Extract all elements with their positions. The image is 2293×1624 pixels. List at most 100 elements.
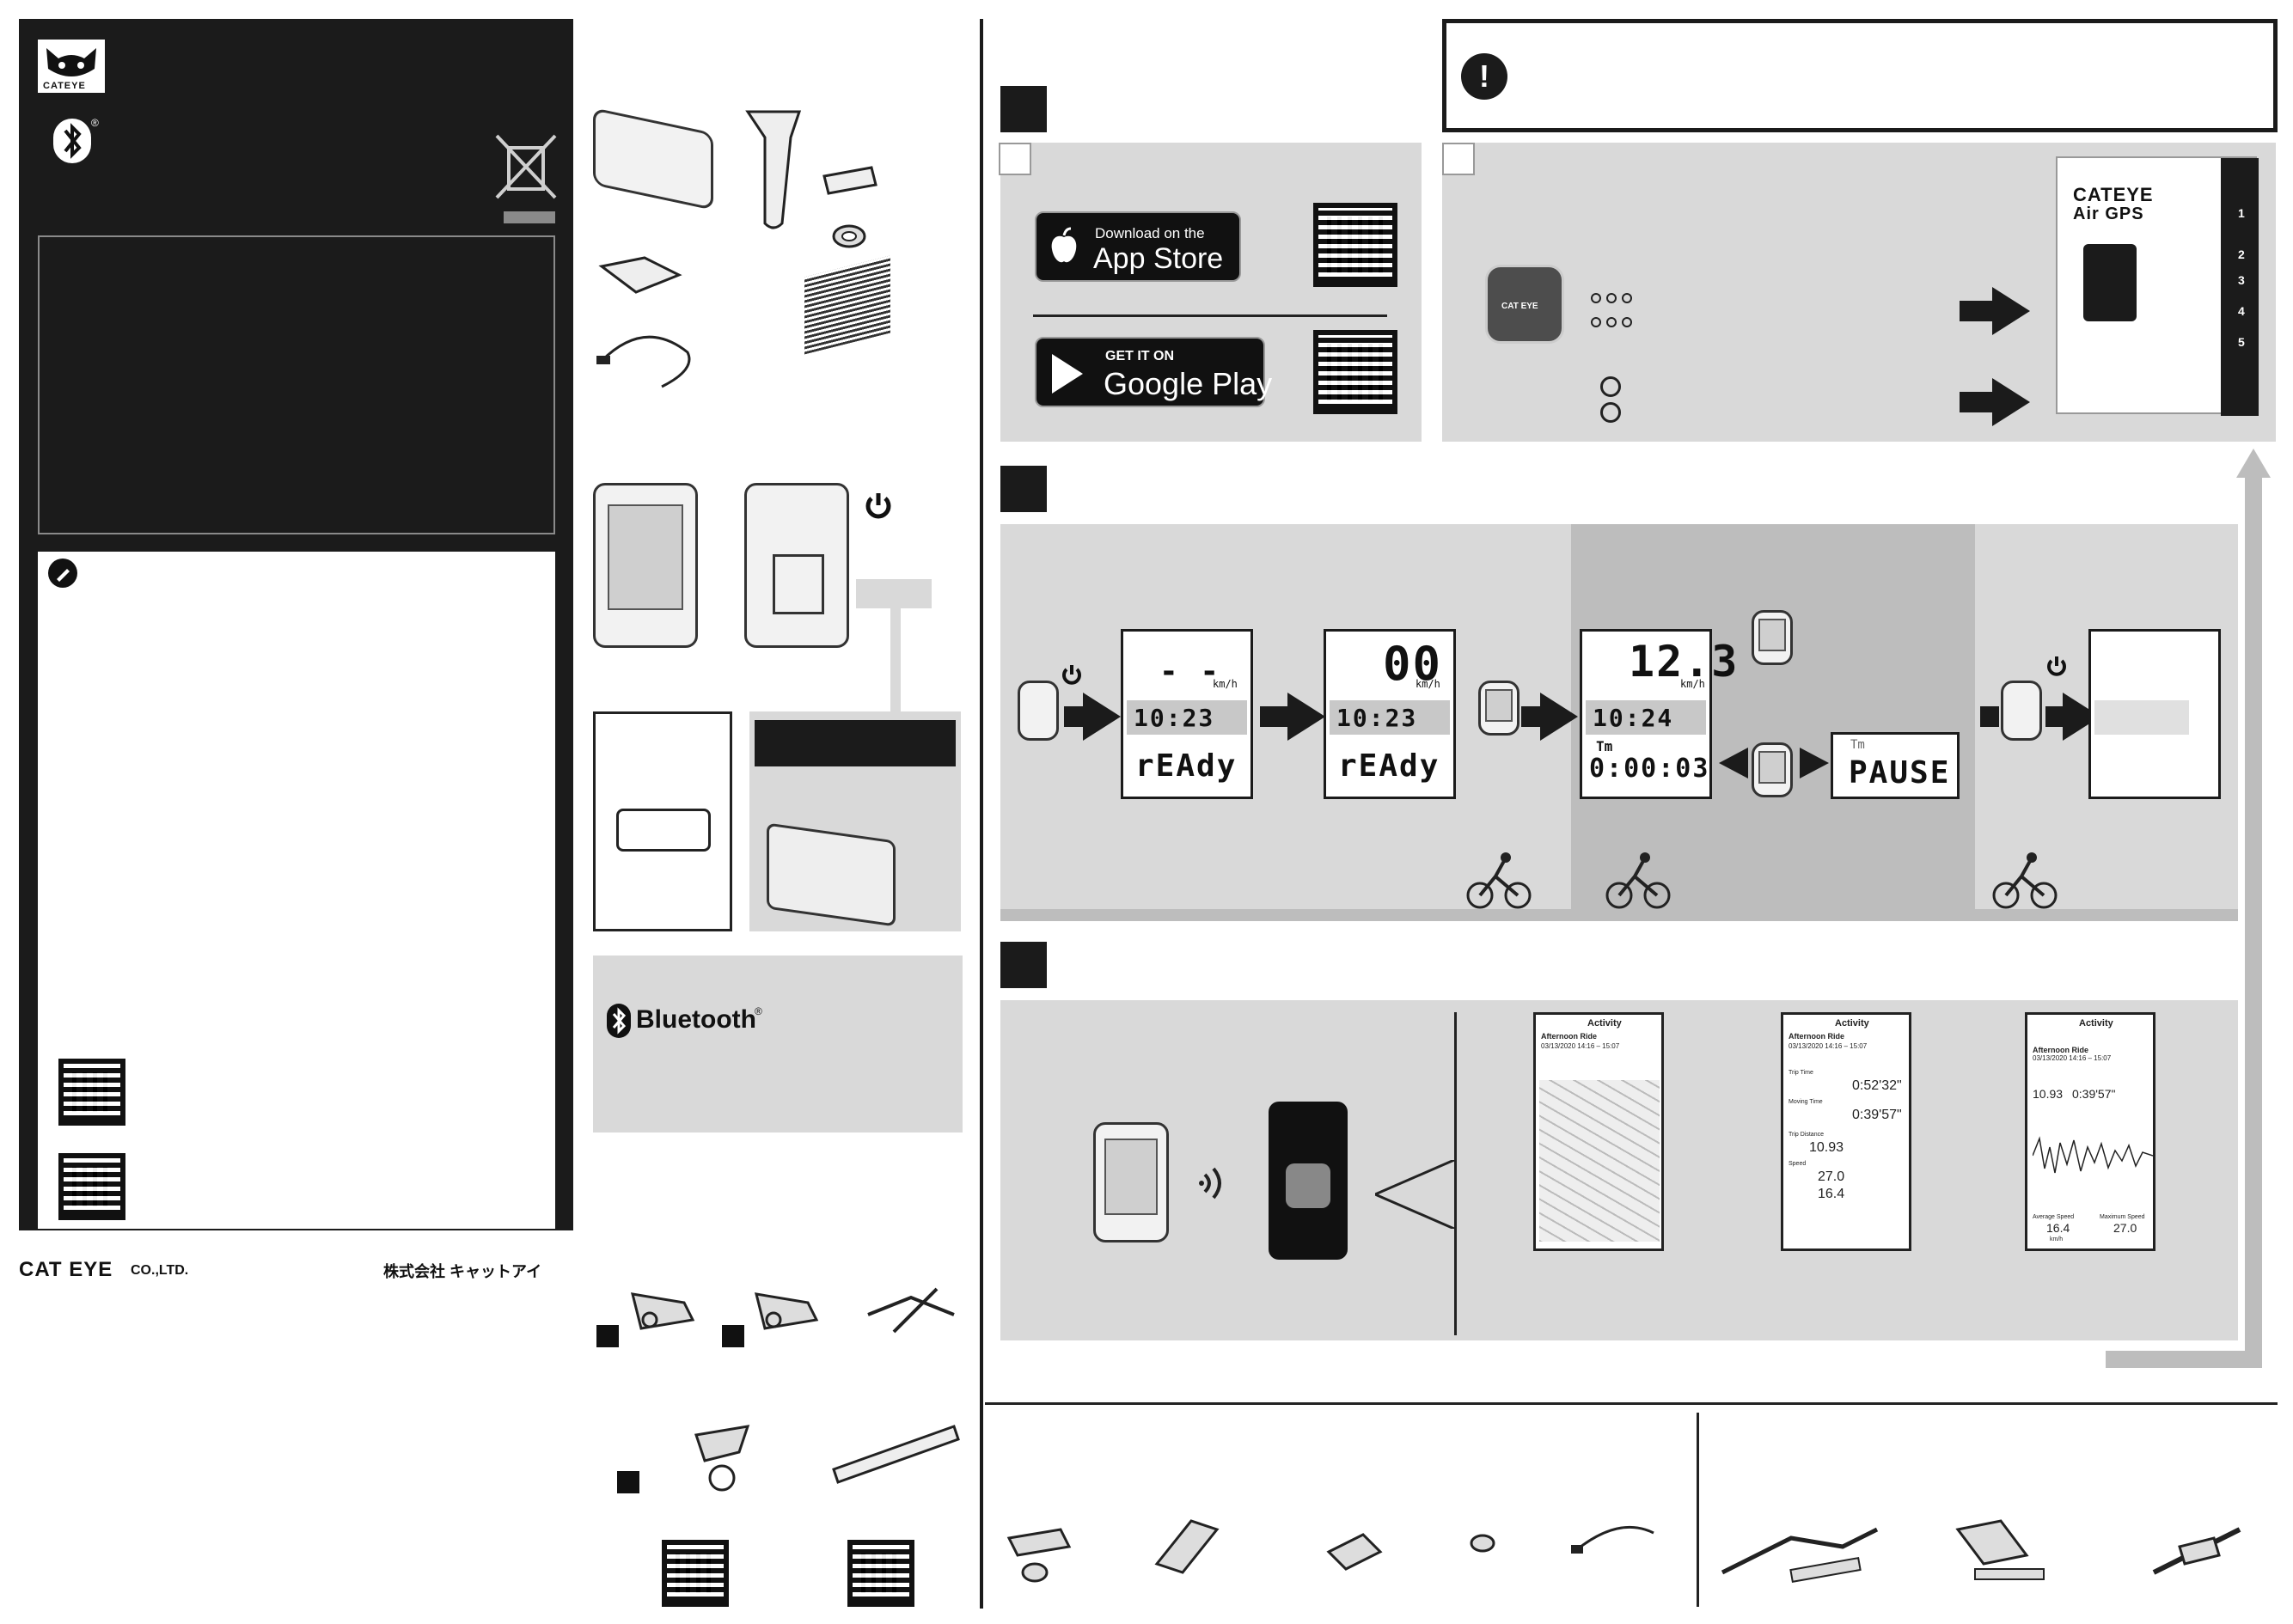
device-side [2001, 681, 2042, 741]
max-speed: 16.4 [1818, 1187, 1845, 1201]
lcd-screen-pause: Tm PAUSE [1831, 732, 1960, 799]
lcd-speed: 00 [1383, 637, 1443, 691]
app-store-small: Download on the [1095, 225, 1205, 241]
menu-icon [1600, 402, 1621, 423]
menu-icon [1600, 376, 1621, 397]
google-play-button[interactable]: GET IT ON Google Play [1035, 337, 1272, 407]
divider-line [1033, 314, 1387, 317]
qr-code [58, 1059, 125, 1126]
ride-date: 03/13/2020 14:16 – 15:07 [1789, 1042, 1868, 1050]
app-icon-on-phone [1286, 1163, 1330, 1208]
ant-logo [596, 1325, 619, 1347]
device-back [744, 483, 849, 648]
google-play-big: Google Play [1104, 366, 1273, 401]
manual-tab: 1 [2238, 206, 2245, 220]
manual-sheet-illustration [804, 255, 890, 355]
google-play-small: GET IT ON [1105, 349, 1174, 363]
trip-distance: 10.93 [2033, 1087, 2064, 1101]
moving-time: 0:39'57" [1852, 1108, 1902, 1122]
speed-graph [2032, 1121, 2154, 1190]
manual-tab: 3 [2238, 273, 2245, 287]
sub-step-box [999, 143, 1031, 175]
cyclist-icon [1605, 851, 1671, 911]
lcd-status: rEAdy [1135, 748, 1238, 784]
lcd-speed: - - [1159, 654, 1221, 689]
activity-map-screen: Activity Afternoon Ride 03/13/2020 14:16… [1533, 1012, 1664, 1251]
sensor-mount-kit [859, 1280, 963, 1349]
heart-rate-strap [825, 1418, 963, 1487]
cat-face-icon [46, 48, 96, 76]
speed-label: Speed [1789, 1161, 1807, 1167]
weee-bin-icon [493, 132, 559, 201]
part-mount-nut [1000, 1512, 1095, 1586]
footer-company-jp: 株式会社 キャットアイ [383, 1263, 542, 1280]
return-arrow [2106, 1351, 2262, 1368]
screen-header: Activity [2079, 1018, 2113, 1029]
arrow [1287, 693, 1325, 741]
lcd-clock: 10:23 [1336, 704, 1418, 732]
manual-cover: CATEYE Air GPS 1 2 3 4 5 [2056, 156, 2259, 416]
manual-subtitle: Air GPS [2073, 205, 2144, 223]
arrow [1083, 693, 1121, 741]
bluetooth-info-box [593, 955, 963, 1133]
lcd-screen-ready-2: 00 km/h 10:23 rEAdy [1324, 629, 1456, 799]
callout-pointer [1372, 1158, 1455, 1230]
arrow [1260, 706, 1289, 727]
app-store-button[interactable]: Download on the App Store [1035, 211, 1241, 282]
manual-tab: 2 [2238, 247, 2245, 261]
warning-text-box [38, 235, 555, 534]
weee-bar [504, 211, 555, 223]
average-speed-label: Average Speed [2033, 1214, 2075, 1220]
manual-tab: 5 [2238, 335, 2245, 349]
power-icon [2044, 653, 2070, 679]
ride-name: Afternoon Ride [2033, 1046, 2088, 1054]
lcd-screen-ready-1: - - km/h 10:23 rEAdy [1121, 629, 1253, 799]
activity-graph-screen: Activity Afternoon Ride 03/13/2020 14:16… [2025, 1012, 2155, 1251]
dots-row [1590, 316, 1633, 328]
exclamation-icon: ! [1461, 53, 1507, 100]
arrow [1992, 378, 2030, 426]
heart-rate-sensor [679, 1418, 765, 1495]
road-strip [1000, 909, 2238, 921]
play-icon [1049, 351, 1086, 397]
bluetooth-icon [53, 119, 91, 163]
arrow [1540, 693, 1578, 741]
arrow-left [1719, 748, 1748, 778]
ride-date: 03/13/2020 14:16 – 15:07 [2033, 1054, 2112, 1062]
lcd-tm-label: Tm [1850, 738, 1865, 752]
lcd-speed: 12.3 [1629, 637, 1740, 687]
speed-unit: km/h [2050, 1236, 2064, 1242]
step-number-box [1000, 466, 1047, 512]
app-store-big: App Store [1093, 242, 1224, 275]
qr-code [662, 1540, 729, 1607]
manual-title: CATEYE [2073, 184, 2154, 205]
device-front-small [1093, 1122, 1169, 1242]
caution-box [1442, 19, 2278, 132]
panel-divider [1454, 1012, 1457, 1335]
lcd-timer: 0:00:03 [1589, 754, 1710, 784]
device-illustration [593, 107, 713, 211]
usb-cable-illustration [593, 327, 705, 395]
cateye-app-icon[interactable]: CAT EYE [1485, 265, 1564, 344]
arrow [2045, 706, 2064, 727]
arrow [1064, 706, 1085, 727]
reset-detail [749, 711, 961, 931]
lcd-unit: km/h [1416, 678, 1440, 690]
return-arrow [2245, 464, 2262, 1368]
moving-time: 0:39'57" [2072, 1087, 2116, 1101]
part-strap [2145, 1521, 2248, 1590]
apple-icon [1049, 227, 1079, 266]
usb-port-detail [593, 711, 732, 931]
ant-logo [617, 1471, 639, 1493]
part-usb-cable [1568, 1516, 1662, 1567]
lcd-tm-label: Tm [1596, 738, 1613, 754]
bluetooth-wordmark: Bluetooth [636, 1005, 756, 1034]
bluetooth-icon [607, 1004, 631, 1038]
arrow [1521, 706, 1542, 727]
part-rubber-pad [1320, 1526, 1389, 1578]
smartphone [1269, 1102, 1348, 1260]
bottom-rule [985, 1402, 2278, 1405]
arrow [1960, 392, 1994, 412]
lcd-clock: 10:23 [1134, 704, 1215, 732]
trip-distance: 10.93 [1809, 1140, 1844, 1155]
